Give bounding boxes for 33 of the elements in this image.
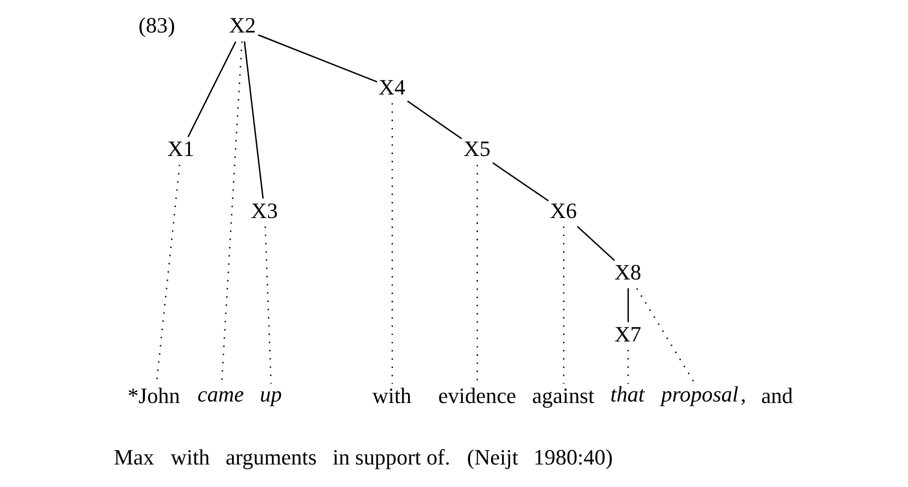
node-text: proposal, [661, 382, 746, 407]
connector [258, 34, 378, 82]
node-text: came [198, 382, 244, 407]
node-text: X2 [229, 12, 256, 38]
connector [407, 100, 462, 140]
label: (Neijt [467, 444, 518, 470]
node-text: X7 [614, 321, 642, 346]
connector [492, 162, 549, 202]
node-text: X4 [378, 74, 406, 100]
node-text: evidence [438, 383, 516, 408]
connector [187, 41, 236, 138]
connector [244, 41, 264, 199]
connector [628, 288, 629, 322]
node-text: X1 [167, 136, 194, 162]
node-text: against [532, 383, 594, 408]
node-text: X8 [614, 260, 642, 285]
label: arguments [226, 444, 317, 470]
label: with [170, 444, 210, 470]
label: 1980:40) [534, 444, 613, 470]
connector [264, 226, 272, 384]
node-text: that [610, 382, 644, 407]
node-text: up [260, 382, 282, 407]
label: (83) [138, 12, 176, 38]
connector [576, 226, 615, 261]
node-text: X3 [251, 198, 278, 223]
node-text: X6 [550, 198, 577, 223]
label: and [761, 383, 793, 408]
node-text: *John [128, 383, 180, 408]
connector [636, 288, 696, 384]
label: Max [114, 444, 154, 470]
label: in support of. [332, 444, 450, 470]
node-text: with [372, 383, 412, 408]
node-text: X5 [464, 136, 490, 162]
